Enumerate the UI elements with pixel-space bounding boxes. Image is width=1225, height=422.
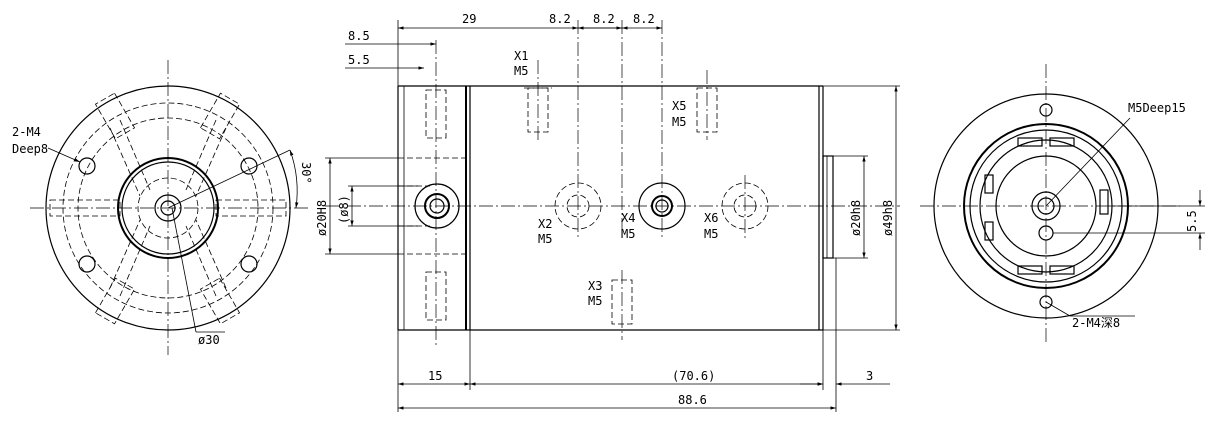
front-side-view: 29 8.2 8.2 8.2 8.5 5.5 X1 M5 X5 M5 X2 M5… (315, 12, 900, 412)
thread-label-2m4: 2-M4 (12, 125, 41, 139)
right-end-view: M5Deep15 5.5 2-M4深8 (920, 64, 1205, 345)
angle-label: 30° (299, 162, 313, 184)
dia-20h8-left: ø20H8 (315, 200, 329, 236)
port-x3-thread: M5 (588, 294, 602, 308)
diameter-30-label: ø30 (198, 333, 220, 347)
thread-2m4-deep8: 2-M4深8 (1072, 316, 1120, 330)
dia-20h8-right: ø20h8 (849, 200, 863, 236)
dim-29: 29 (462, 12, 476, 26)
dim-70-6: (70.6) (672, 369, 715, 383)
dim-8-2-a: 8.2 (549, 12, 571, 26)
port-x4-label: X4 (621, 211, 635, 225)
port-x1-label: X1 (514, 49, 528, 63)
port-x4-thread: M5 (621, 227, 635, 241)
port-x6-thread: M5 (704, 227, 718, 241)
dim-8-2-c: 8.2 (633, 12, 655, 26)
dim-88-6: 88.6 (678, 393, 707, 407)
port-x5-thread: M5 (672, 115, 686, 129)
port-x6-label: X6 (704, 211, 718, 225)
dia-49h8: ø49h8 (881, 200, 895, 236)
dim-3: 3 (866, 369, 873, 383)
thread-m5-deep15: M5Deep15 (1128, 101, 1186, 115)
dim-5-5-right: 5.5 (1185, 210, 1199, 232)
port-x2-label: X2 (538, 217, 552, 231)
dim-8-2-b: 8.2 (593, 12, 615, 26)
port-x1-thread: M5 (514, 64, 528, 78)
left-end-view: 30° 2-M4 Deep8 ø30 (12, 60, 313, 355)
dim-5-5: 5.5 (348, 53, 370, 67)
thread-depth-label: Deep8 (12, 142, 48, 156)
port-x2-thread: M5 (538, 232, 552, 246)
dim-15: 15 (428, 369, 442, 383)
port-x3-label: X3 (588, 279, 602, 293)
dim-8-5: 8.5 (348, 29, 370, 43)
port-x5-label: X5 (672, 99, 686, 113)
dia-8: (ø8) (337, 195, 351, 224)
